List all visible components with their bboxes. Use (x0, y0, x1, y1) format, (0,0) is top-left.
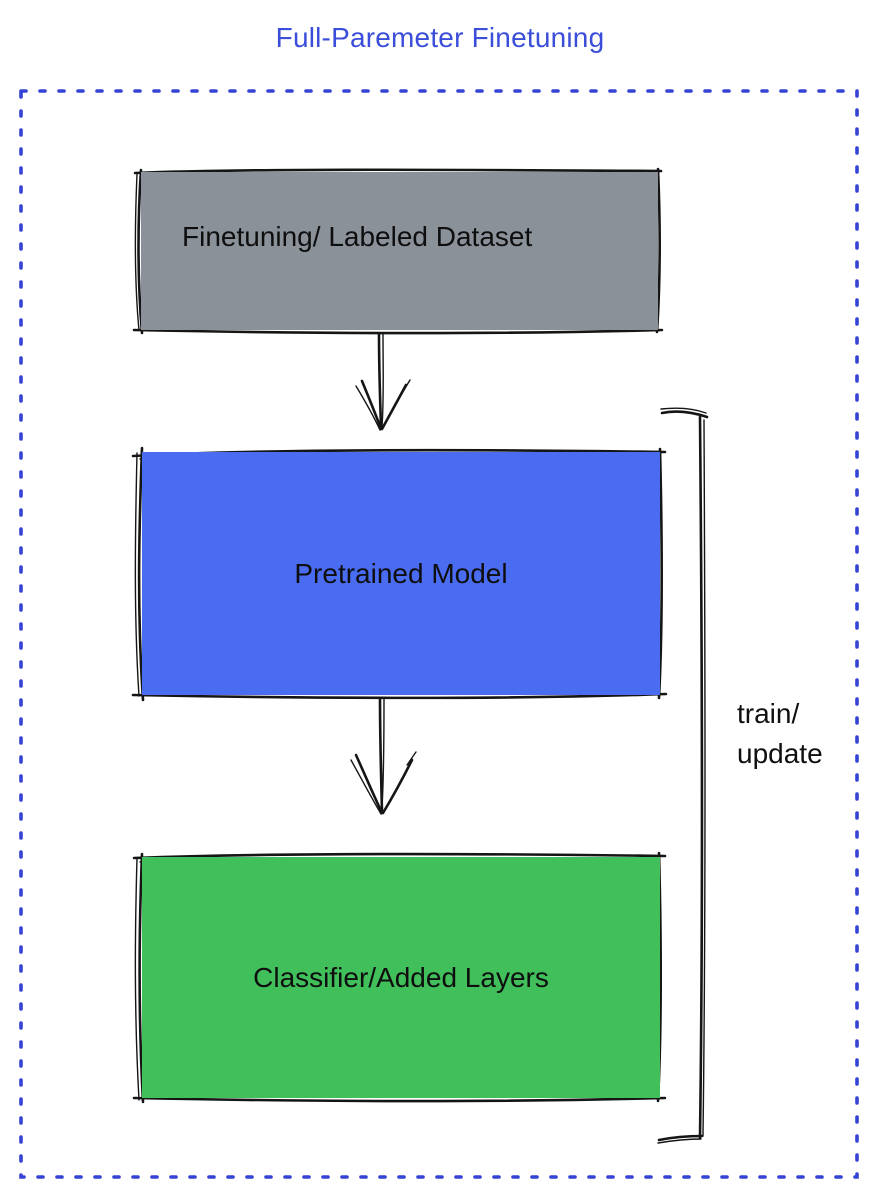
node-classifier-added-layers-label: Classifier/Added Layers (253, 961, 549, 993)
node-pretrained-model: Pretrained Model (142, 452, 660, 695)
bracket-label: train/ update (737, 694, 823, 774)
train-update-bracket (657, 407, 709, 1144)
node-finetuning-dataset: Finetuning/ Labeled Dataset (141, 172, 658, 330)
bracket-label-line2: update (737, 738, 823, 769)
node-pretrained-model-label: Pretrained Model (294, 557, 508, 589)
node-finetuning-dataset-label: Finetuning/ Labeled Dataset (182, 221, 533, 253)
diagram-title: Full-Paremeter Finetuning (275, 22, 605, 53)
bracket-label-line1: train/ (737, 698, 800, 729)
arrow-down-2 (350, 696, 417, 815)
node-classifier-added-layers: Classifier/Added Layers (142, 857, 660, 1098)
arrow-down-1 (355, 332, 411, 431)
